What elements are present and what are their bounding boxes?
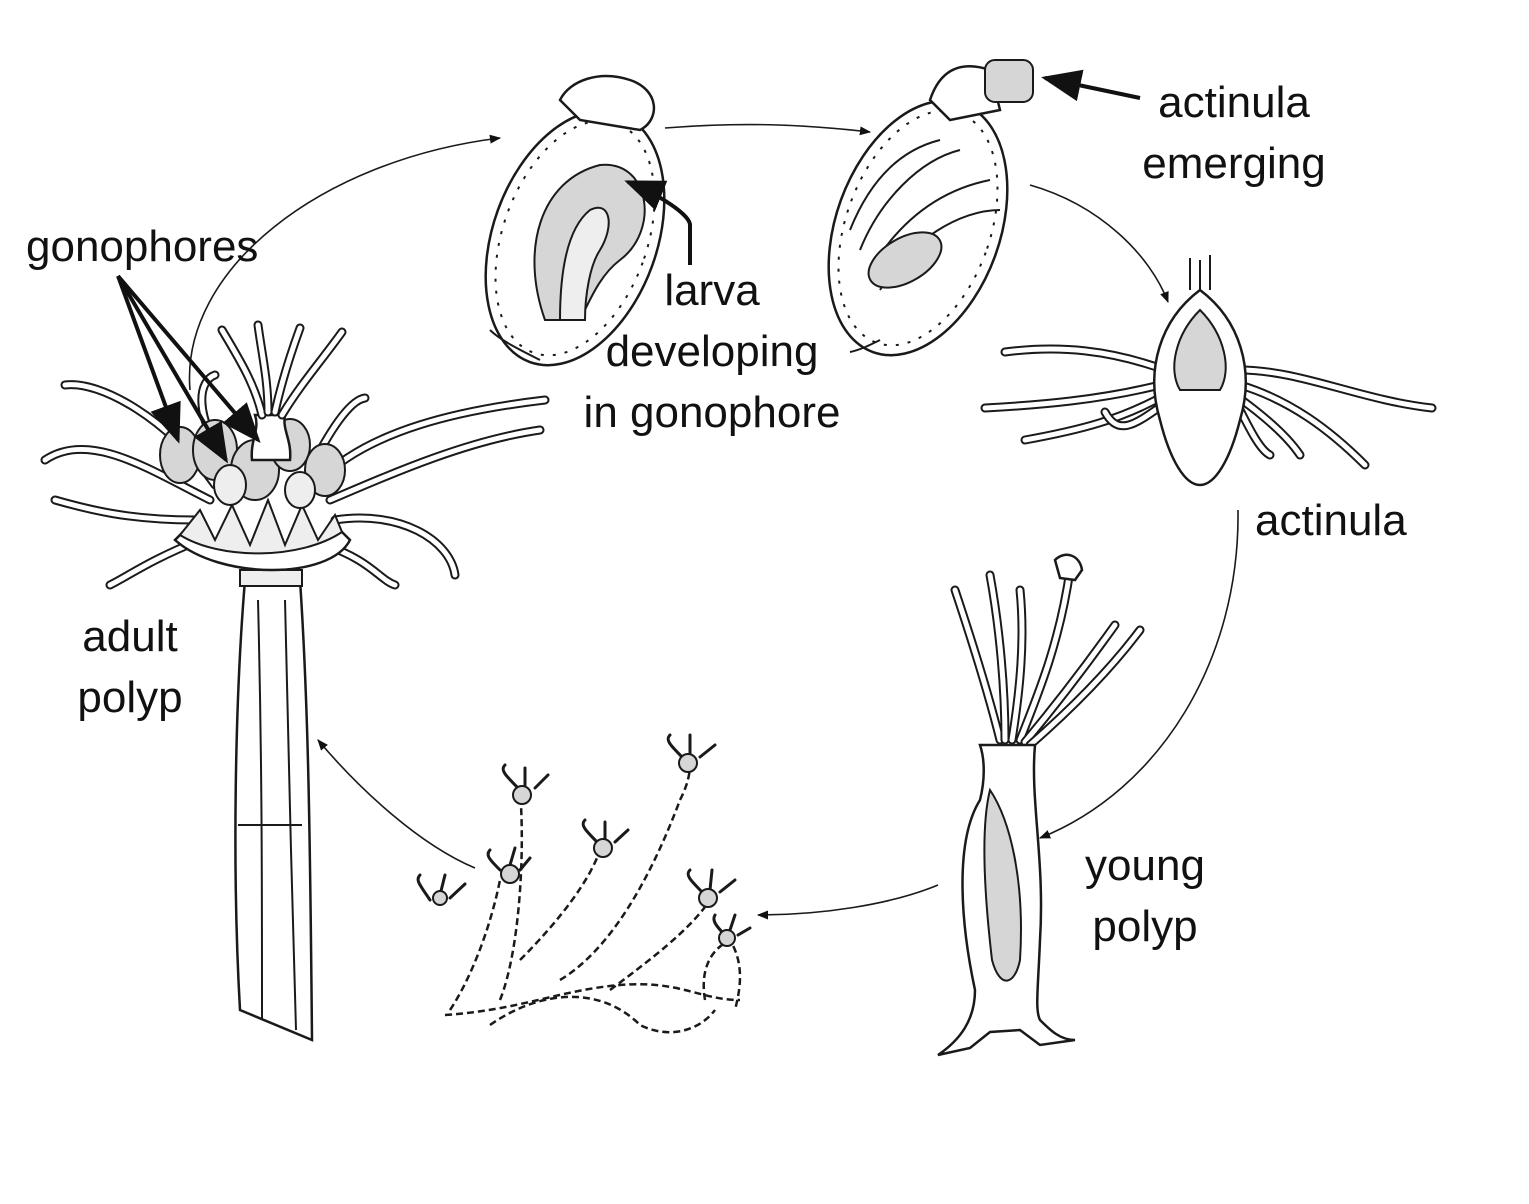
adult-polyp-label-line1: adult (82, 612, 178, 661)
actinula-emerging-label-line1: actinula (1158, 78, 1310, 127)
adult-polyp-stalk (234, 578, 314, 1042)
gonophore-emerging-illustration (827, 59, 1034, 357)
colony-stolons (444, 759, 742, 1034)
larva-pointer (624, 180, 692, 265)
emerging-pointer (1041, 69, 1141, 102)
actinula-illustration (980, 255, 1437, 487)
young-polyp-label-line1: young (1085, 841, 1205, 890)
adult-polyp-label-line2: polyp (77, 673, 183, 722)
larva-label-line1: larva (664, 266, 760, 315)
adult-polyp-oral-tentacles (217, 320, 347, 420)
actinula-label: actinula (1255, 490, 1407, 551)
young-polyp-label: young polyp (1075, 835, 1215, 957)
gonophores-label-text: gonophores (26, 222, 259, 271)
actinula-emerging-label-line2: emerging (1142, 139, 1326, 188)
cycle-arrow-young-polyp-to-colony (756, 884, 939, 920)
adult-polyp-label: adult polyp (68, 606, 192, 728)
gonophores-label: gonophores (26, 216, 258, 277)
larva-label-line3: in gonophore (583, 388, 841, 437)
gonophores-pointers (116, 274, 261, 464)
cycle-arrow-emerging-to-actinula (1029, 184, 1169, 304)
cycle-arrow-adult-to-gonophore (188, 134, 502, 391)
colony-illustration (416, 733, 752, 1034)
colony-polyp-heads (416, 733, 752, 947)
gonophore-larva-illustration (484, 74, 666, 367)
emerging-actinula (984, 59, 1034, 103)
actinula-emerging-label: actinula emerging (1128, 72, 1340, 194)
actinula-label-text: actinula (1255, 496, 1407, 545)
cycle-arrow-colony-to-adult (317, 739, 476, 869)
young-polyp-tentacles (950, 565, 1145, 750)
cycle-arrows (188, 123, 1239, 920)
cycle-arrow-gonophore-to-emerging (664, 123, 872, 136)
larva-label-line2: developing (605, 327, 819, 376)
cycle-arrow-actinula-to-young-polyp (1038, 509, 1239, 839)
young-polyp-illustration (937, 553, 1145, 1057)
larva-label: larva developing in gonophore (566, 260, 858, 443)
young-polyp-label-line2: polyp (1092, 902, 1198, 951)
